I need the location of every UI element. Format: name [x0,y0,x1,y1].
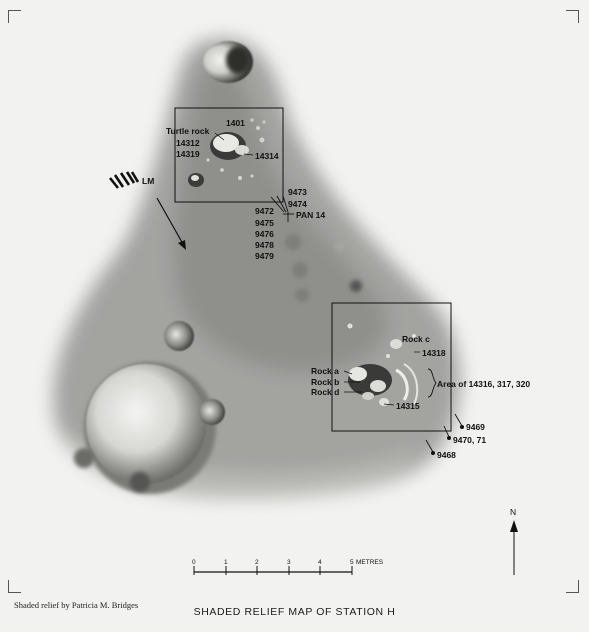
label-9478: 9478 [255,240,274,250]
crop-mark-bottom-right [566,580,579,593]
label-14314: 14314 [255,151,279,161]
label-9476: 9476 [255,229,274,239]
label-rock-a: Rock a [311,366,339,376]
scale-tick-2: 2 [255,559,259,566]
large-crater [74,362,225,494]
scale-tick-3: 3 [287,559,291,566]
label-14318: 14318 [422,348,446,358]
label-9470-71: 9470, 71 [453,435,486,445]
label-14315: 14315 [396,401,420,411]
label-14319: 14319 [176,149,200,159]
label-9468: 9468 [437,450,456,460]
small-crater-west [164,321,194,351]
label-rock-d: Rock d [311,387,339,397]
scale-unit: METRES [356,559,384,566]
scale-tick-4: 4 [318,559,322,566]
lm-hatch-icon [108,171,140,189]
lm-label: LM [142,176,154,186]
crop-mark-top-right [566,10,579,23]
crater-chain [285,234,362,302]
sample-area-box-southeast [331,302,452,432]
scale-tick-5: 5 [350,559,354,566]
map-title: SHADED RELIEF MAP OF STATION H [193,606,396,618]
north-arrow-icon [510,520,518,575]
label-turtle-rock: Turtle rock [166,126,210,136]
sample-area-box-north [174,107,284,203]
label-pan14: PAN 14 [296,210,325,220]
credit-line: Shaded relief by Patricia M. Bridges [14,600,139,610]
north-label: N [510,507,516,517]
label-rock-c: Rock c [402,334,430,344]
label-rock-b: Rock b [311,377,339,387]
turtle-rock-cluster [188,118,266,187]
photo-station-9470 [443,425,451,440]
lm-direction-arrow [156,197,186,250]
label-9473: 9473 [288,187,307,197]
scale-tick-1: 1 [224,559,228,566]
top-crater [203,41,253,83]
scale-tick-0: 0 [192,559,196,566]
label-9472: 9472 [255,206,274,216]
rock-cluster-southeast [347,323,419,406]
crop-mark-top-left [8,10,21,23]
photo-station-9468 [425,439,435,455]
photo-station-9469 [454,413,464,429]
label-9474: 9474 [288,199,307,209]
label-area: Area of 14316, 317, 320 [437,379,530,389]
scale-bar [193,566,353,575]
photo-station-arrows-pan14 [270,195,294,222]
crop-mark-bottom-left [8,580,21,593]
label-1401: 1401 [226,118,245,128]
label-9479: 9479 [255,251,274,261]
area-brace [427,368,437,398]
label-14312: 14312 [176,138,200,148]
label-9469: 9469 [466,422,485,432]
label-9475: 9475 [255,218,274,228]
